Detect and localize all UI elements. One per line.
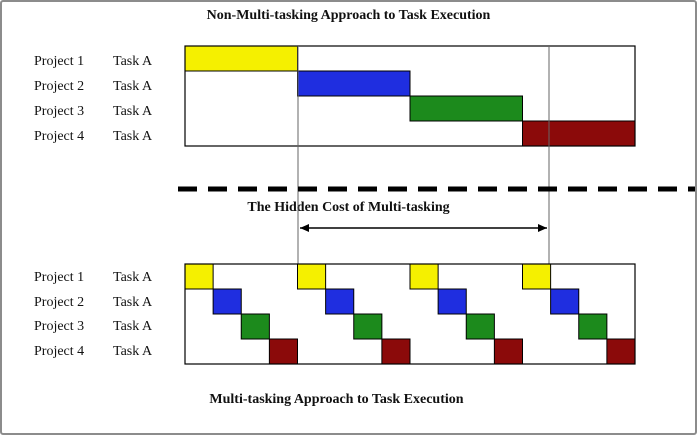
- multitask-block-c1-project-4: [268, 338, 298, 365]
- multitask-block-c4-project-3: [578, 313, 608, 340]
- multitask-block-c4-project-2: [550, 288, 580, 315]
- bottom-row-2-project: Project 2: [34, 295, 85, 310]
- top-row-2-project: Project 2: [34, 79, 85, 94]
- multitask-block-c2-project-4: [381, 338, 411, 365]
- top-row-3-project: Project 3: [34, 104, 85, 119]
- multitask-block-c4-project-4: [606, 338, 636, 365]
- top-row-3-task: Task A: [113, 104, 153, 119]
- sequential-block-project-4: [522, 120, 636, 147]
- bottom-row-3-project: Project 3: [34, 319, 85, 334]
- top-row-4-task: Task A: [113, 129, 153, 144]
- top-row-2-task: Task A: [113, 79, 153, 94]
- sequential-block-project-2: [297, 70, 411, 97]
- multitask-block-c1-project-3: [240, 313, 270, 340]
- multitask-block-c3-project-3: [465, 313, 495, 340]
- multitask-block-c2-project-3: [353, 313, 383, 340]
- bottom-row-4-project: Project 4: [34, 344, 85, 359]
- multitask-block-c3-project-2: [437, 288, 467, 315]
- multitask-block-c1-project-1: [184, 263, 214, 290]
- sequential-block-project-3: [409, 95, 523, 122]
- bottom-title: Multi-tasking Approach to Task Execution: [209, 392, 464, 407]
- sequential-block-project-1: [184, 45, 298, 72]
- top-row-1-project: Project 1: [34, 54, 85, 69]
- bottom-row-3-task: Task A: [113, 319, 153, 334]
- multitasking-blocks: [184, 263, 636, 365]
- sequential-blocks: [184, 45, 636, 147]
- top-title: Non-Multi-tasking Approach to Task Execu…: [206, 8, 491, 23]
- sequential-frame: [184, 45, 636, 147]
- bottom-row-4-task: Task A: [113, 344, 153, 359]
- multitask-block-c3-project-1: [409, 263, 439, 290]
- multitask-block-c3-project-4: [493, 338, 523, 365]
- top-row-1-task: Task A: [113, 54, 153, 69]
- bottom-row-1-project: Project 1: [34, 270, 85, 285]
- bottom-row-2-task: Task A: [113, 295, 153, 310]
- bottom-row-1-task: Task A: [113, 270, 153, 285]
- multitask-block-c2-project-1: [297, 263, 327, 290]
- multitask-block-c1-project-2: [212, 288, 242, 315]
- top-row-4-project: Project 4: [34, 129, 85, 144]
- multitasking-frame: [184, 263, 636, 365]
- multitask-block-c4-project-1: [522, 263, 552, 290]
- multitask-block-c2-project-2: [325, 288, 355, 315]
